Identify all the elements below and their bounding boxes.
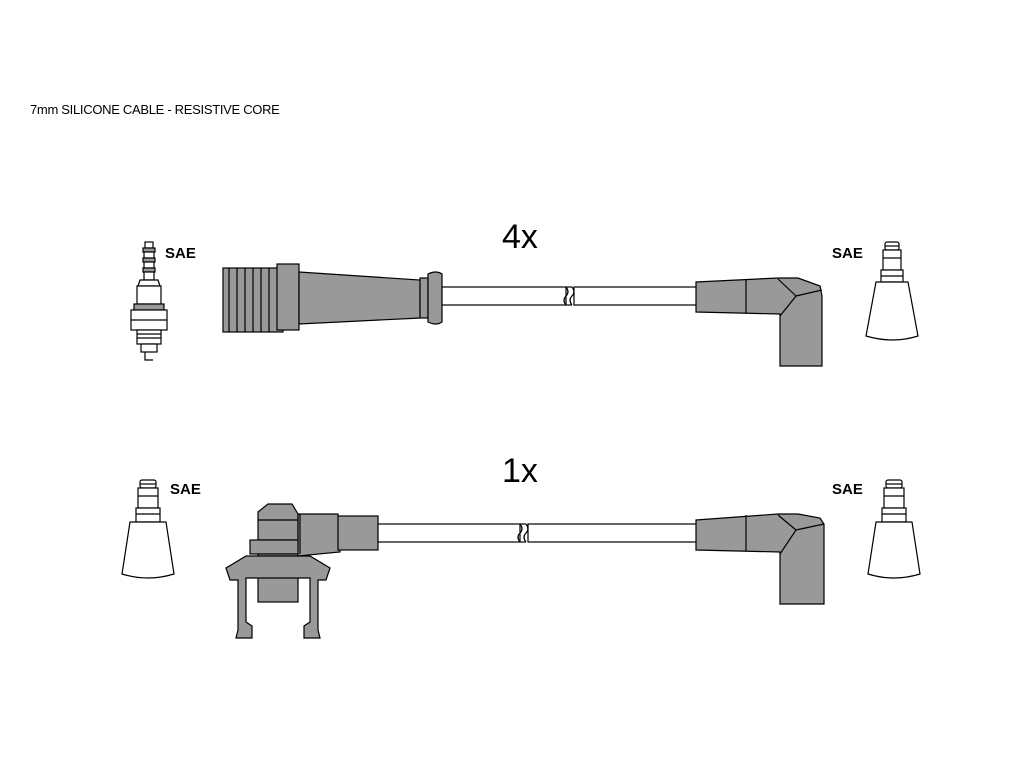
cable-wire bbox=[377, 523, 699, 543]
straight-boot-connector bbox=[222, 263, 443, 333]
cable-set-4x: SAE bbox=[130, 218, 919, 367]
cable-set-1x: SAE bbox=[121, 452, 921, 639]
quantity-label-row2: 1x bbox=[502, 452, 538, 490]
quantity-label-row1: 4x bbox=[502, 218, 538, 256]
right-angle-boot-connector bbox=[695, 513, 825, 605]
terminal-icon-left bbox=[121, 479, 175, 579]
cable-wire bbox=[441, 286, 699, 306]
terminal-icon-right bbox=[867, 479, 921, 579]
sae-label-right-row2: SAE bbox=[832, 481, 863, 498]
header-description: 7mm SILICONE CABLE - RESISTIVE CORE bbox=[30, 102, 280, 117]
distributor-terminal-icon bbox=[865, 241, 919, 341]
sae-label-left-row1: SAE bbox=[165, 245, 196, 262]
right-angle-boot-connector bbox=[695, 277, 823, 367]
spark-plug-icon bbox=[130, 241, 168, 361]
sae-label-right-row1: SAE bbox=[832, 245, 863, 262]
sae-label-left-row2: SAE bbox=[170, 481, 201, 498]
coil-connector-with-clip bbox=[225, 503, 379, 639]
